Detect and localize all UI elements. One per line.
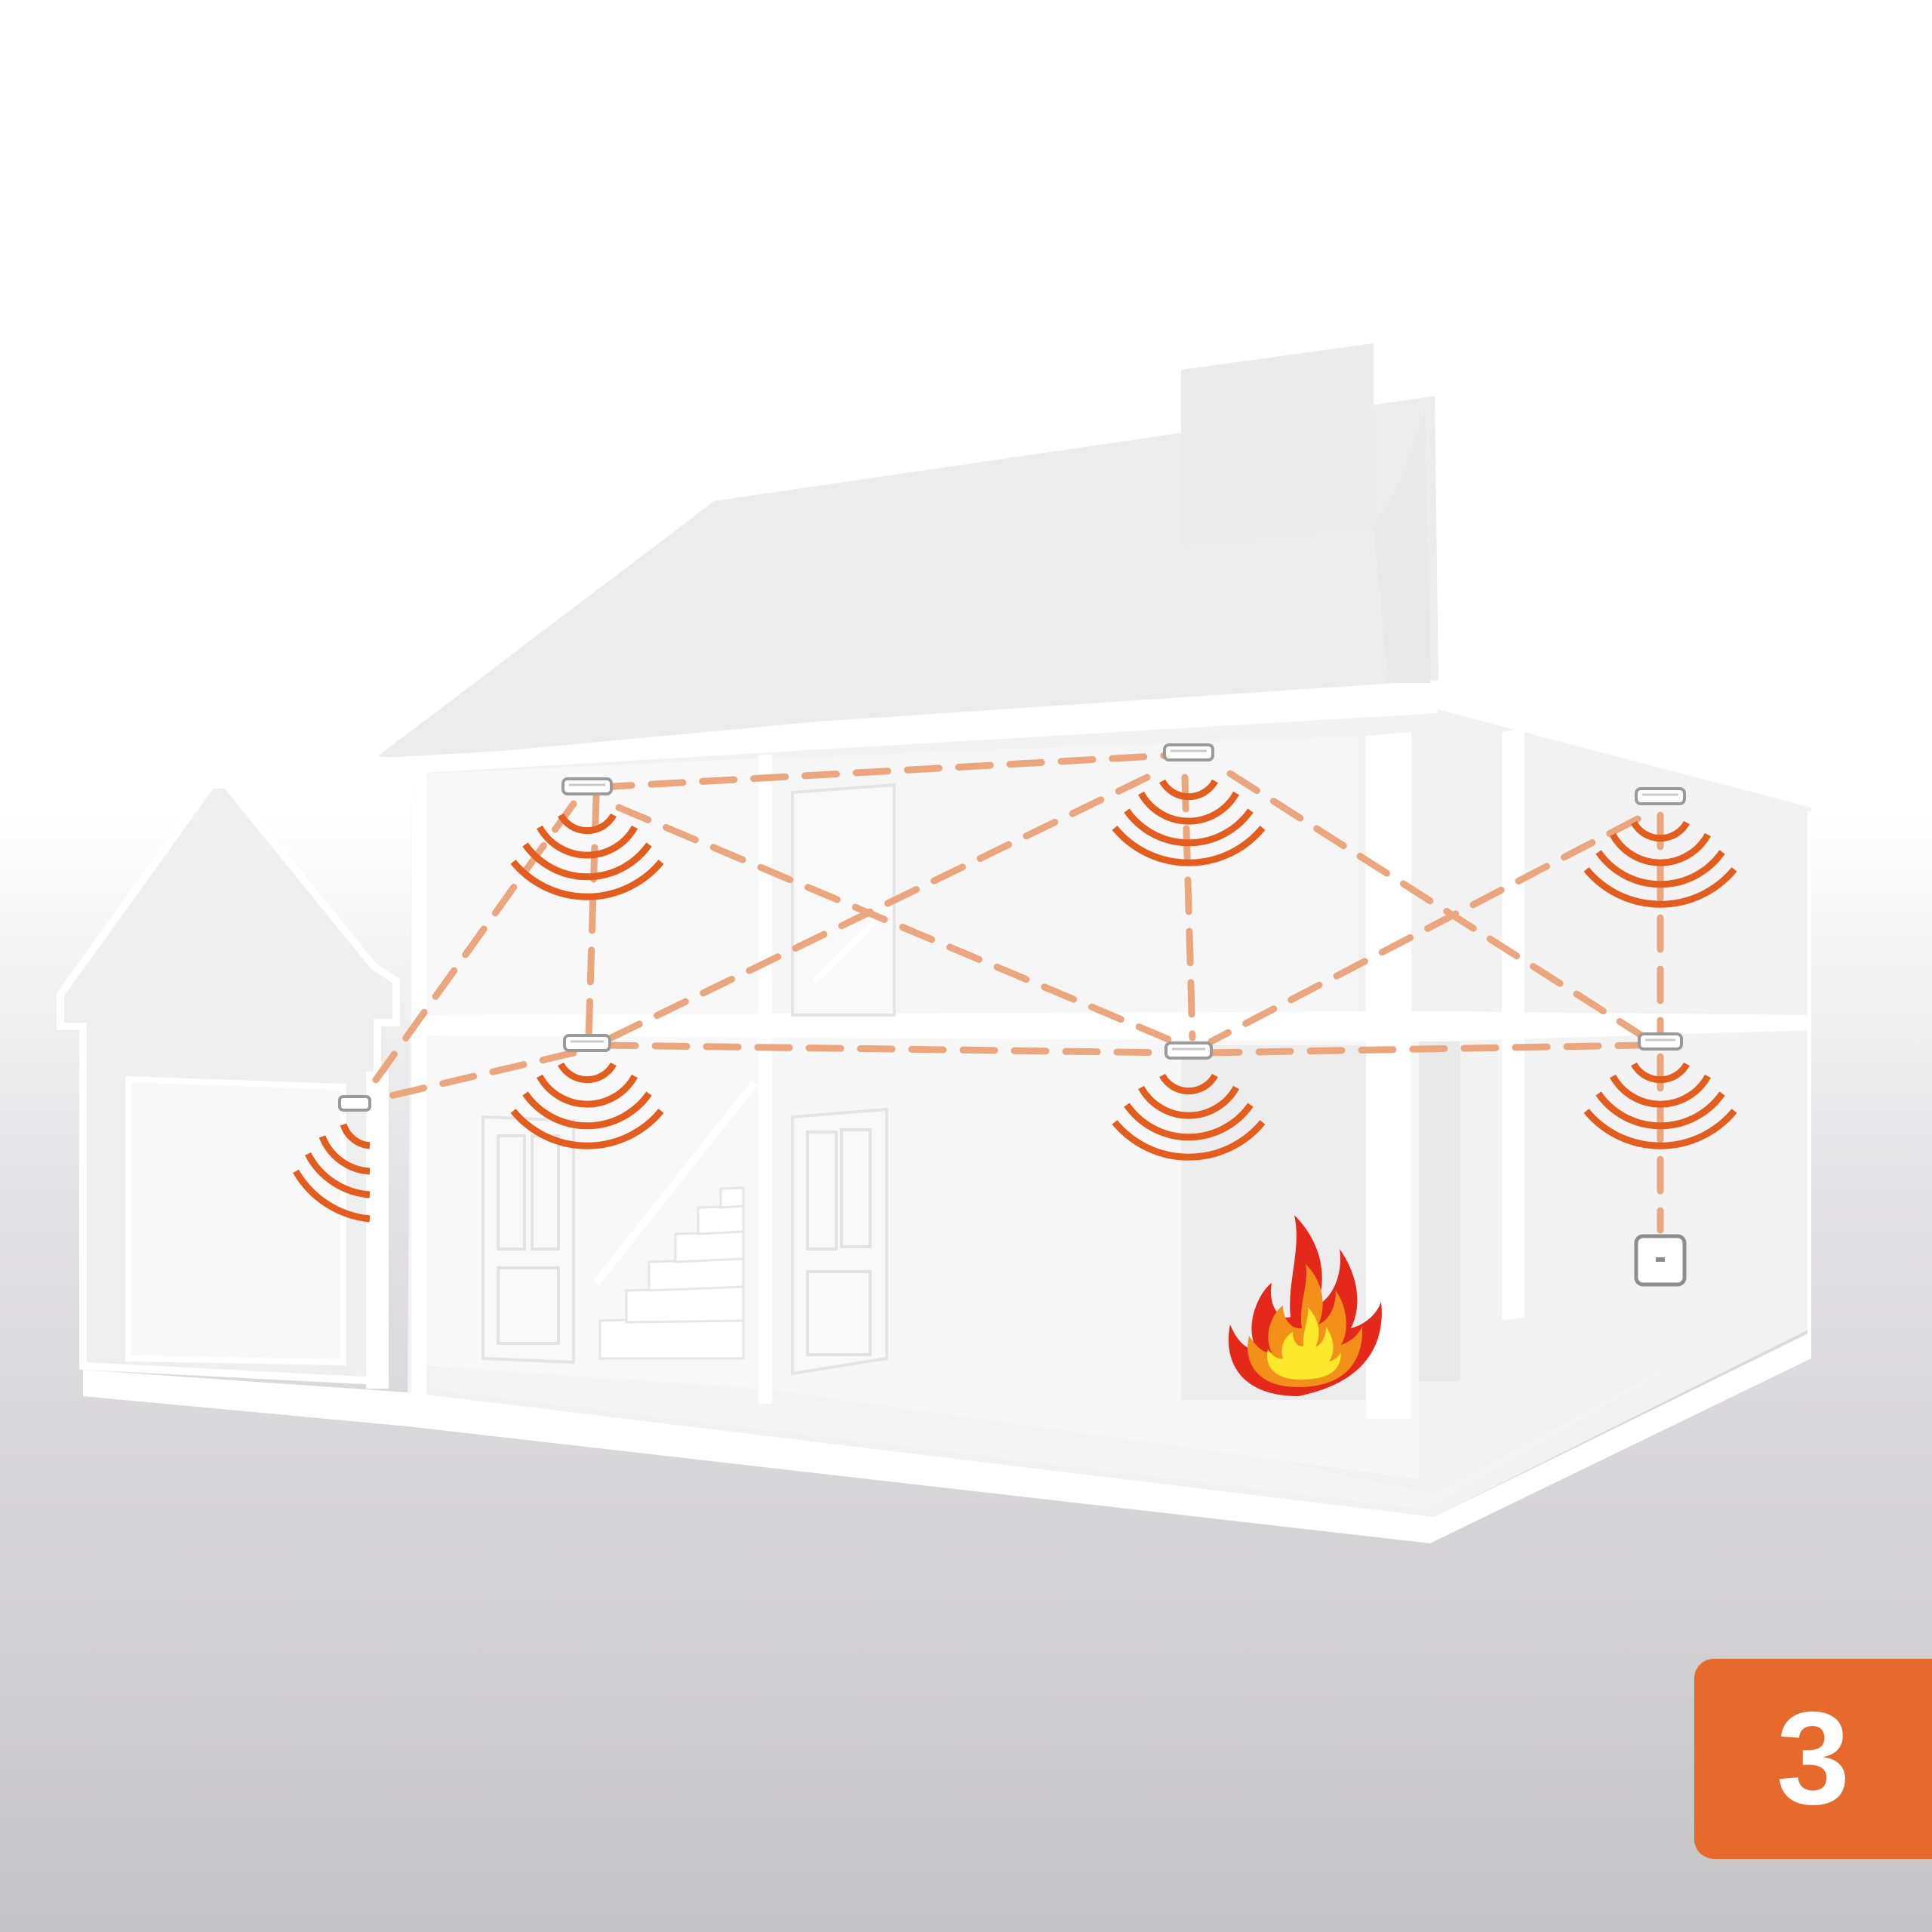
smoke-detector-icon: [338, 1095, 371, 1112]
link-d5-d6: [1204, 1041, 1645, 1057]
right-wing-roof: [1434, 683, 1868, 808]
house-shell: [57, 343, 1868, 1543]
sound-wave-icon: [293, 1123, 371, 1223]
door-upper-middle: [791, 783, 896, 1017]
fire-icon: [1228, 1215, 1382, 1396]
room-lower-right: [1468, 1026, 1807, 1328]
link-d4-d7: [377, 1049, 577, 1102]
column-right: [1419, 1041, 1460, 1381]
detector-links: [370, 751, 1664, 1234]
link-d2-d6: [1226, 770, 1649, 1041]
garage-side-wall: [366, 1072, 389, 1389]
smoke-detectors: [338, 743, 1686, 1112]
smoke-detector-icon: [563, 1034, 611, 1052]
smoke-detector-icon: [1638, 1032, 1683, 1051]
garage-door-opening: [125, 1075, 346, 1366]
sound-wave-icon: [1112, 1073, 1266, 1161]
link-d2-d4: [608, 774, 1151, 1041]
link-d1-d2: [596, 751, 1185, 791]
control-hub-icon: [1634, 1234, 1687, 1287]
smoke-detector-icon: [561, 777, 613, 795]
smoke-detector-icon: [1164, 1041, 1213, 1060]
link-d4-d5: [600, 1041, 1177, 1057]
room-upper-middle: [762, 736, 1358, 1015]
sound-wave-icon: [1583, 1062, 1737, 1149]
link-d1-d4: [585, 792, 600, 1041]
sound-wave-icon: [510, 813, 664, 900]
step-number-badge: 3: [1694, 1659, 1932, 1859]
sound-wave-icon: [1112, 779, 1266, 866]
link-d1-d5: [615, 804, 1177, 1045]
link-d3-d5: [1208, 815, 1641, 1045]
smoke-detector-icon: [1163, 743, 1214, 761]
alarm-waves: [293, 779, 1737, 1223]
flame-inner: [1266, 1307, 1341, 1380]
smoke-detector-icon: [1635, 787, 1686, 805]
sound-wave-icon: [510, 1062, 664, 1149]
door-lower-middle: [791, 1107, 888, 1376]
link-d2-d5: [1181, 774, 1196, 1041]
room-upper-right: [1524, 736, 1807, 1011]
door-lower-left: [481, 1115, 575, 1364]
link-d1-d7: [370, 800, 577, 1087]
chimney: [1181, 343, 1374, 547]
sound-wave-icon: [1583, 820, 1737, 908]
flame-mid: [1247, 1264, 1363, 1387]
room-upper-left: [426, 758, 758, 1023]
roof-right-slope: [1374, 411, 1430, 683]
wall-edges: [370, 698, 1811, 1419]
staircase: [593, 1080, 758, 1360]
